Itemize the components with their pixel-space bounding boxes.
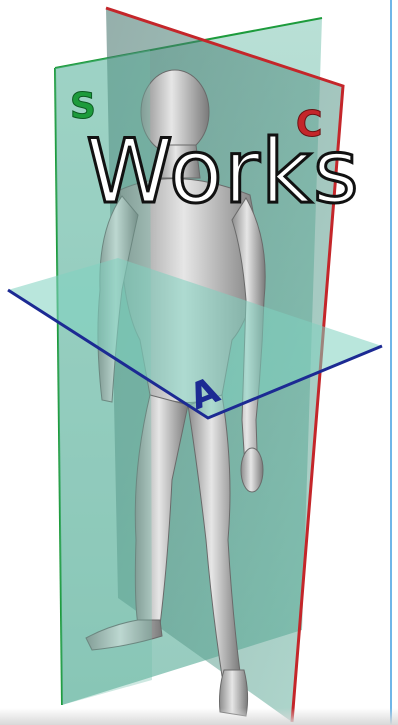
bottom-shade bbox=[0, 708, 398, 725]
right-edge-accent bbox=[390, 0, 392, 725]
overlay-title: Works bbox=[86, 128, 360, 216]
